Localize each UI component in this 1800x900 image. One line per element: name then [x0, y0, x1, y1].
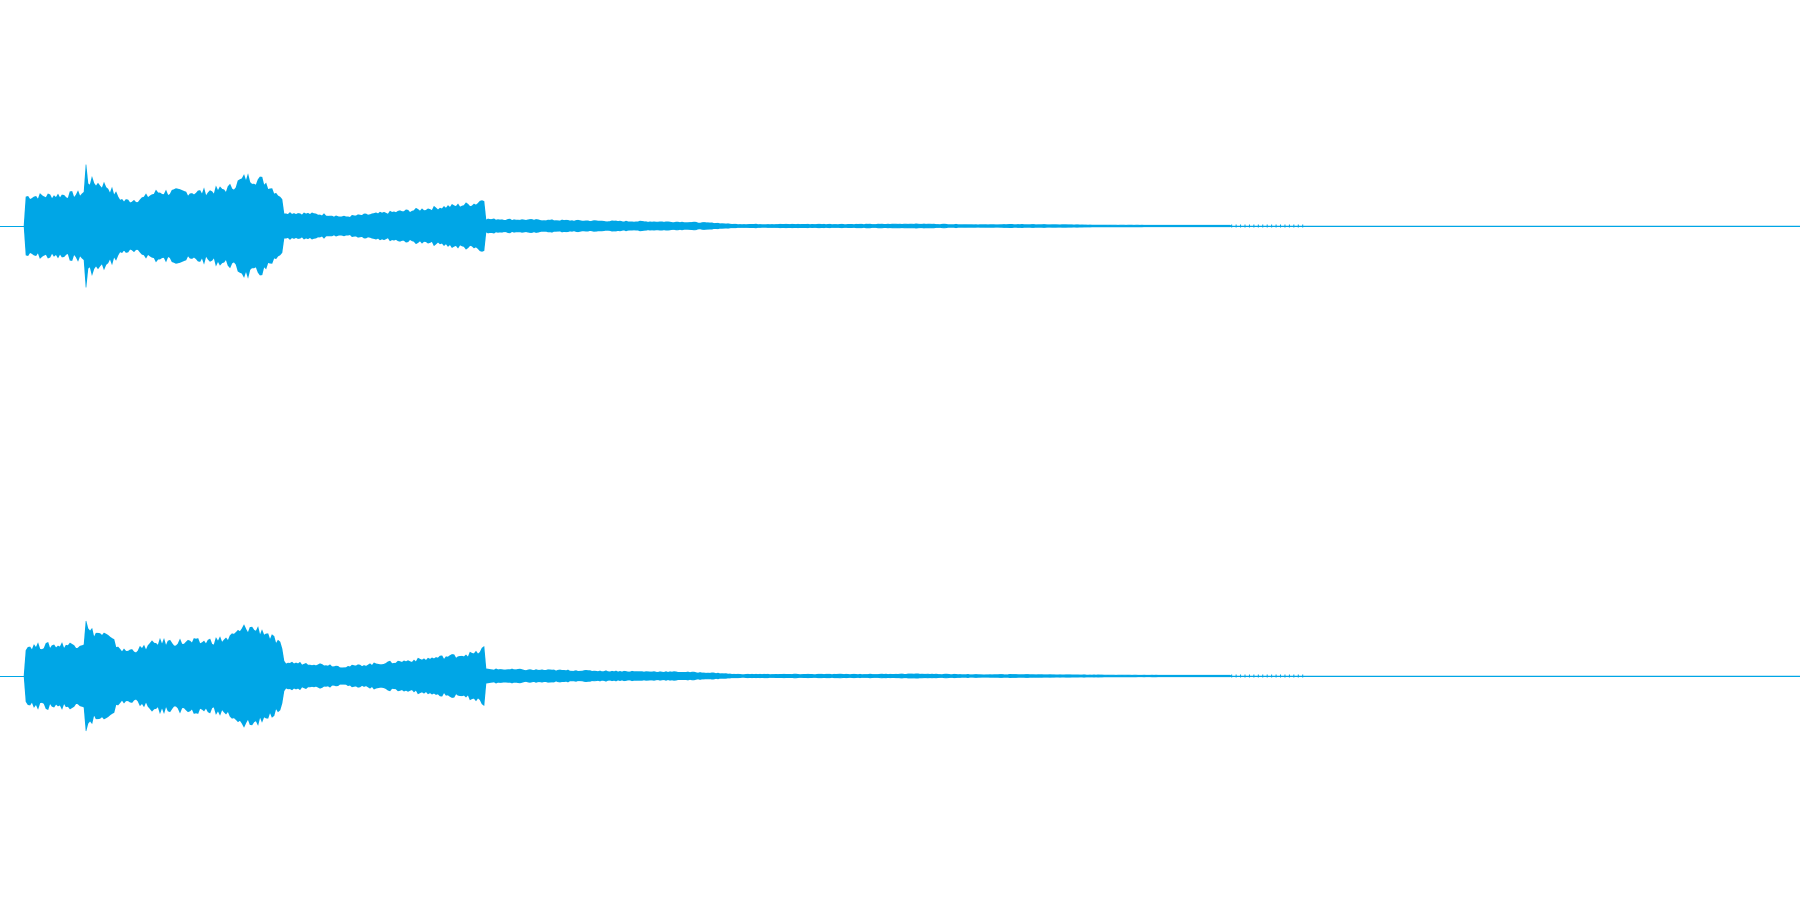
- waveform-channel-2: [0, 620, 1800, 732]
- waveform-envelope: [23, 620, 1800, 732]
- waveform-channel-1: [0, 164, 1800, 288]
- waveform-envelope: [23, 164, 1800, 288]
